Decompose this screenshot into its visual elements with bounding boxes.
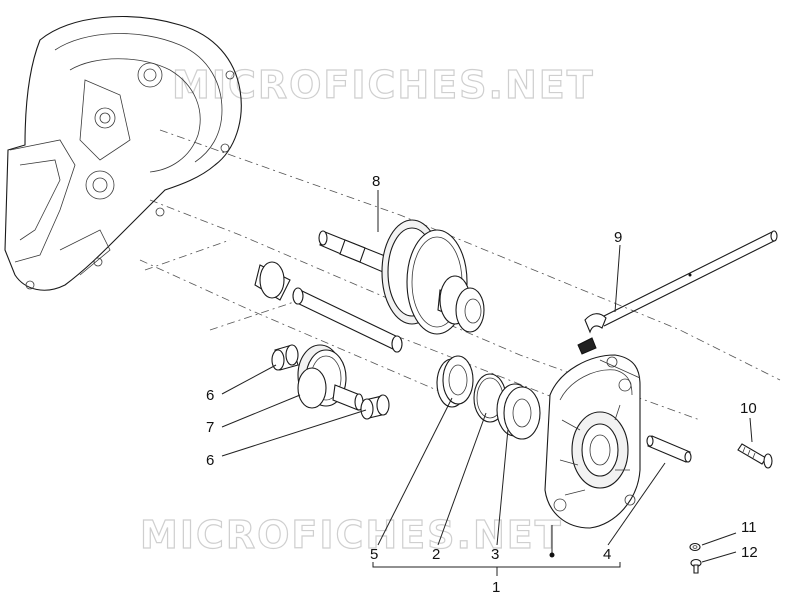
callout-3[interactable]: 3 [491,546,499,563]
part-8-primary-shaft-gear[interactable] [318,219,485,335]
callout-6-lower[interactable]: 6 [206,452,214,469]
callout-4[interactable]: 4 [603,546,611,563]
part-5-oil-seal[interactable] [436,355,474,408]
part-3-ball-bearing[interactable] [496,383,541,440]
leader-lines [221,190,753,563]
callout-6-upper[interactable]: 6 [206,387,214,404]
crankcase-housing [4,16,242,291]
callout-1[interactable]: 1 [492,579,500,596]
callout-2[interactable]: 2 [432,546,440,563]
part-6-needle-bearing-upper[interactable] [271,344,299,371]
part-9-breather-tube[interactable] [577,230,778,355]
callout-labels: 8 9 6 7 6 10 5 2 3 4 11 12 1 [206,173,758,596]
part-12-drain-screw[interactable] [690,558,702,574]
callout-11[interactable]: 11 [741,519,757,536]
part-1-gearbox-cover[interactable] [544,354,641,529]
callout-10[interactable]: 10 [740,400,757,417]
watermark-bottom: MICROFICHES.NET [140,513,563,557]
part-8-lower-shaft [254,261,403,353]
alignment-axes [139,129,781,421]
part-4-dowel-pin[interactable] [646,435,692,463]
assembly-1-bracket [372,562,621,576]
part-7-intermediate-gear[interactable] [297,344,364,411]
callout-9[interactable]: 9 [614,229,622,246]
callout-12[interactable]: 12 [741,544,758,561]
part-10-bolt[interactable] [737,443,773,469]
watermark-top: MICROFICHES.NET [172,63,595,107]
part-11-washer[interactable] [689,542,701,552]
part-6-needle-bearing-lower[interactable] [360,394,390,420]
callout-7[interactable]: 7 [206,419,214,436]
leader-dot [549,552,555,558]
callout-8[interactable]: 8 [372,173,380,190]
callout-5[interactable]: 5 [370,546,378,563]
